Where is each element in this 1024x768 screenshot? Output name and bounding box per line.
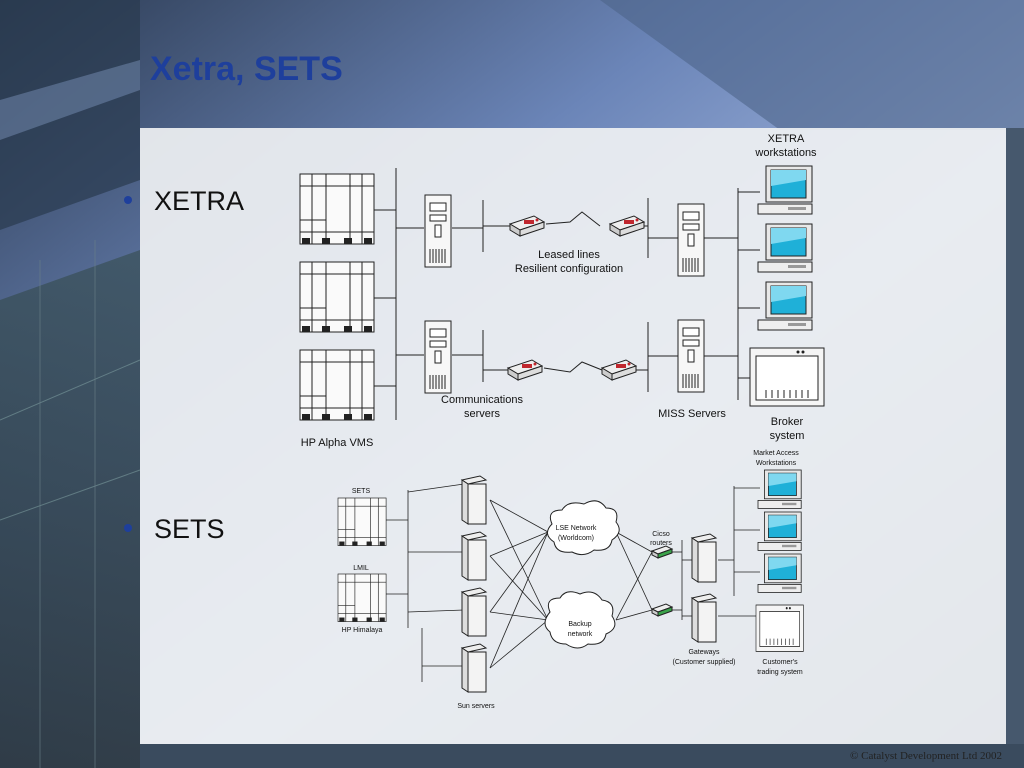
sun-server-icon: [461, 587, 487, 637]
market-access-workstation-icon: [757, 553, 802, 593]
bullet-item: XETRA: [124, 186, 244, 217]
gateway-server-icon: [691, 533, 717, 583]
hp-alpha-server-icon: [299, 349, 375, 421]
bullet-label-xetra: XETRA: [154, 186, 245, 216]
leased-lines-label: Leased lines: [538, 249, 600, 261]
hp-alpha-server-icon: [299, 173, 375, 245]
sun-server-icon: [461, 475, 487, 525]
lmil-label: LMIL: [353, 565, 369, 572]
bullet-dot-icon: [124, 523, 132, 532]
router-icon: [651, 545, 673, 559]
market-access-workstation-icon: [757, 469, 802, 509]
market-access-label: Market Access: [753, 450, 799, 457]
miss-servers-label: MISS Servers: [658, 408, 726, 420]
xetra-workstation-icon: [757, 223, 813, 273]
xetra-workstations-label: XETRA: [768, 133, 805, 145]
lse-network-cloud-icon: [547, 500, 620, 556]
hp-alpha-server-icon: [299, 261, 375, 333]
backup-network-sublabel: network: [568, 631, 593, 638]
cisco-routers-label: Cicso: [652, 531, 670, 538]
broker-label: Broker: [771, 416, 804, 428]
xetra-workstation-icon: [757, 281, 813, 331]
broker-system-icon: [749, 347, 825, 407]
lmil-server-icon: [337, 573, 387, 622]
lse-network-sublabel: (Worldcom): [558, 535, 594, 542]
modem-icon: [509, 215, 545, 237]
router-icon: [651, 603, 673, 617]
copyright-notice: © Catalyst Development Ltd 2002: [850, 750, 1002, 762]
bullet-dot-icon: [124, 195, 132, 204]
miss-server-icon: [677, 319, 705, 393]
slide-title: Xetra, SETS: [150, 50, 343, 88]
communications-server-icon: [424, 194, 452, 268]
sets-diagram: SETS LMIL HP Himalaya: [337, 450, 804, 710]
backup-network-cloud-icon: [544, 591, 616, 649]
market-access-sublabel: Workstations: [756, 460, 797, 467]
hp-himalaya-label: HP Himalaya: [342, 627, 383, 634]
customer-trading-system-icon: [755, 604, 804, 652]
communications-server-icon: [424, 320, 452, 394]
miss-server-icon: [677, 203, 705, 277]
customer-system-sublabel: trading system: [757, 669, 803, 676]
bullet-item: SETS: [124, 514, 225, 545]
modem-icon: [609, 215, 645, 237]
sets-system-label: SETS: [352, 488, 371, 495]
lse-network-label: LSE Network: [556, 525, 597, 532]
bullet-label-sets: SETS: [154, 514, 225, 544]
leased-lines-sublabel: Resilient configuration: [515, 263, 623, 275]
cisco-routers-sublabel: routers: [650, 540, 672, 547]
comm-servers-label: Communications: [441, 394, 523, 406]
modem-icon: [601, 359, 637, 381]
customer-system-label: Customer's: [762, 659, 798, 666]
hp-alpha-label: HP Alpha VMS: [301, 437, 374, 449]
sun-server-icon: [461, 643, 487, 693]
sun-server-icon: [461, 531, 487, 581]
xetra-workstations-sublabel: workstations: [754, 147, 817, 159]
sun-servers-label: Sun servers: [457, 703, 495, 710]
comm-servers-sublabel: servers: [464, 408, 501, 420]
backup-network-label: Backup: [568, 621, 591, 628]
modem-icon: [507, 359, 543, 381]
xetra-diagram: HP Alpha VMS: [299, 133, 825, 449]
market-access-workstation-icon: [757, 511, 802, 551]
gateway-server-icon: [691, 593, 717, 643]
broker-sublabel: system: [770, 430, 805, 442]
xetra-workstation-icon: [757, 165, 813, 215]
gateways-sublabel: (Customer supplied): [672, 659, 735, 666]
sets-server-icon: [337, 497, 387, 546]
gateways-label: Gateways: [688, 649, 720, 656]
